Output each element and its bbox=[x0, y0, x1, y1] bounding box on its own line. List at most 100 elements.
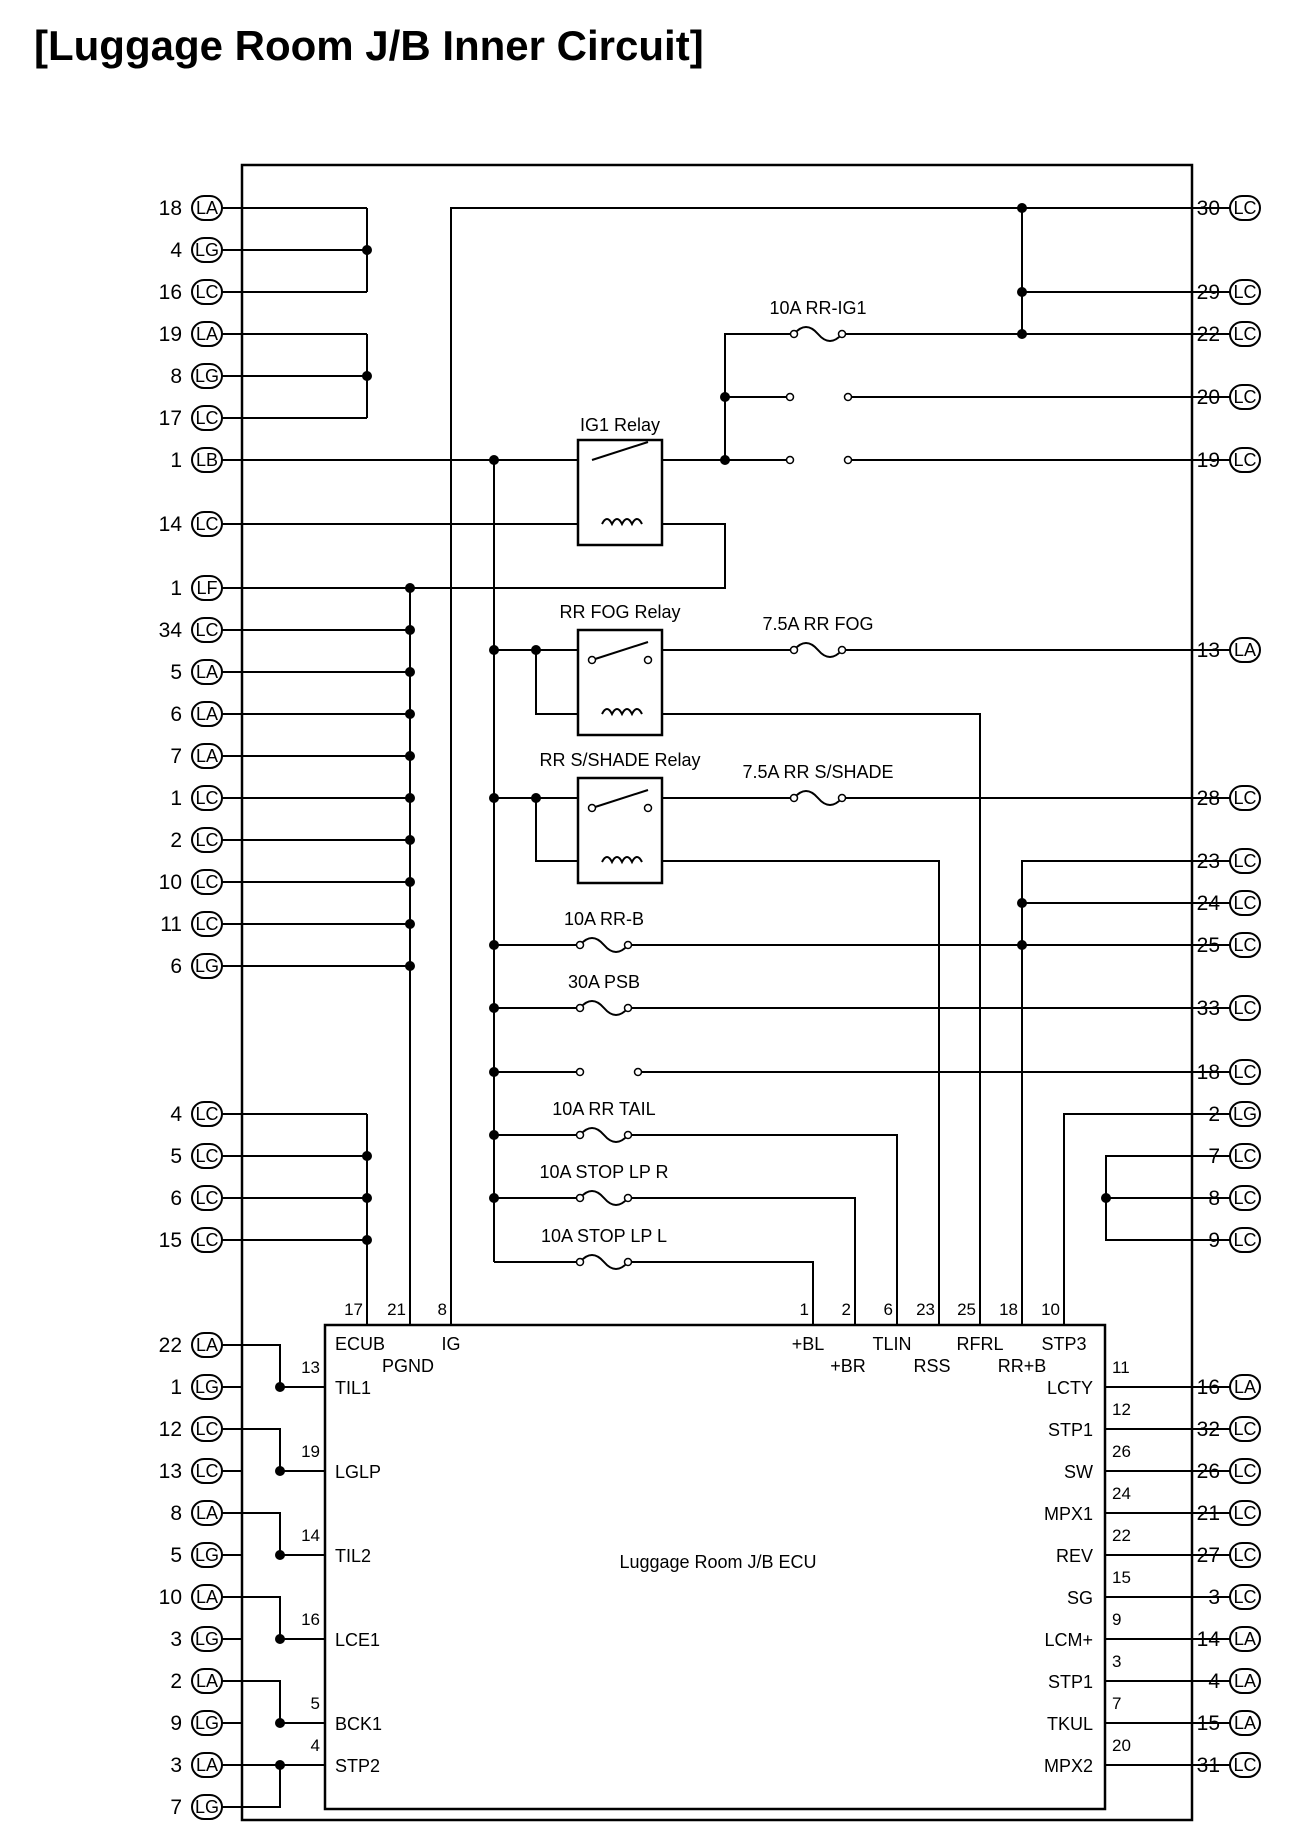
connector-code: LG bbox=[195, 956, 219, 976]
connector-left-1-LC: LC1 bbox=[170, 785, 223, 811]
terminal-point bbox=[789, 329, 799, 339]
connector-left-2-LC: LC2 bbox=[170, 827, 223, 853]
connector-number: 15 bbox=[1197, 1712, 1220, 1735]
ecu-pin-number: 26 bbox=[1112, 1442, 1131, 1461]
ecu-signal-label: REV bbox=[1056, 1546, 1093, 1566]
connector-code: LA bbox=[1234, 1671, 1256, 1691]
ecu-pin-number: 19 bbox=[301, 1442, 320, 1461]
connector-code: LC bbox=[1233, 1587, 1256, 1607]
connector-number: 30 bbox=[1197, 197, 1220, 220]
relay-coil bbox=[601, 708, 643, 717]
relay-contact bbox=[591, 789, 649, 809]
junction-dot bbox=[362, 245, 372, 255]
terminal-point bbox=[575, 1193, 585, 1203]
connector-oval bbox=[191, 659, 223, 685]
ecu-pin-number: 14 bbox=[301, 1526, 320, 1545]
ecu-signal-label: +BR bbox=[830, 1356, 866, 1376]
ecu-pin-number: 23 bbox=[916, 1300, 935, 1319]
connector-oval bbox=[1229, 279, 1261, 305]
ecu-signal-label: TKUL bbox=[1047, 1714, 1093, 1734]
connector-code: LA bbox=[1234, 1377, 1256, 1397]
wire bbox=[242, 1596, 281, 1639]
connector-oval bbox=[191, 363, 223, 389]
connector-oval bbox=[1229, 1143, 1261, 1169]
connector-oval bbox=[191, 743, 223, 769]
fuse-label-4: 30A PSB bbox=[568, 972, 640, 992]
connector-left-4-LC: LC4 bbox=[170, 1101, 223, 1127]
fuse-6 bbox=[579, 1190, 629, 1206]
terminal-point bbox=[785, 392, 795, 402]
connector-number: 5 bbox=[170, 1145, 182, 1168]
connector-right-3-LC: LC3 bbox=[1208, 1584, 1261, 1610]
connector-number: 21 bbox=[1197, 1502, 1220, 1525]
connector-code: LC bbox=[1233, 788, 1256, 808]
connector-code: LC bbox=[1233, 851, 1256, 871]
fuse-label-3: 10A RR-B bbox=[564, 909, 644, 929]
connector-number: 1 bbox=[170, 449, 182, 472]
connector-oval bbox=[1229, 1374, 1261, 1400]
ig1-relay-label: IG1 Relay bbox=[580, 415, 660, 435]
connector-code: LC bbox=[195, 1188, 218, 1208]
connector-code: LG bbox=[195, 1713, 219, 1733]
connector-number: 9 bbox=[1208, 1229, 1220, 1252]
connector-number: 2 bbox=[1208, 1103, 1220, 1126]
connector-number: 3 bbox=[170, 1628, 182, 1651]
connector-number: 10 bbox=[159, 1586, 182, 1609]
connector-oval bbox=[191, 1101, 223, 1127]
connector-number: 29 bbox=[1197, 281, 1220, 304]
connector-code: LC bbox=[1233, 1188, 1256, 1208]
ecu-signal-label: RSS bbox=[913, 1356, 950, 1376]
connector-left-1-LF: LF1 bbox=[170, 575, 223, 601]
connector-left-1-LG: LG1 bbox=[170, 1374, 223, 1400]
wire bbox=[242, 1428, 281, 1471]
connector-number: 24 bbox=[1197, 892, 1221, 915]
ecu-signal-label: LGLP bbox=[335, 1462, 381, 1482]
wire bbox=[242, 1512, 281, 1555]
ecu-pin-number: 3 bbox=[1112, 1652, 1121, 1671]
connector-oval bbox=[1229, 1584, 1261, 1610]
connector-code: LC bbox=[195, 1461, 218, 1481]
connector-number: 22 bbox=[159, 1334, 182, 1357]
ecu-signal-label: STP1 bbox=[1048, 1420, 1093, 1440]
connector-number: 14 bbox=[1197, 1628, 1221, 1651]
ecu-pin-number: 8 bbox=[438, 1300, 447, 1319]
connector-right-28-LC: LC 28 bbox=[1197, 785, 1261, 811]
ecu-pin-number: 7 bbox=[1112, 1694, 1121, 1713]
connector-code: LC bbox=[195, 514, 218, 534]
wire bbox=[242, 1680, 281, 1723]
fuse-label-2: 7.5A RR S/SHADE bbox=[742, 762, 893, 782]
connector-code: LG bbox=[195, 240, 219, 260]
connector-oval bbox=[1229, 321, 1261, 347]
fuse-0 bbox=[793, 326, 843, 342]
connector-left-6-LG: LG6 bbox=[170, 953, 223, 979]
fuse-4 bbox=[579, 1000, 629, 1016]
ecu-pin-number: 2 bbox=[842, 1300, 851, 1319]
connector-oval bbox=[191, 1794, 223, 1820]
connector-code: LG bbox=[195, 1545, 219, 1565]
fuse-5 bbox=[579, 1127, 629, 1143]
connector-oval bbox=[191, 1185, 223, 1211]
connector-code: LC bbox=[195, 408, 218, 428]
fuse-label-1: 7.5A RR FOG bbox=[762, 614, 873, 634]
connector-number: 28 bbox=[1197, 787, 1220, 810]
terminal-point bbox=[843, 455, 853, 465]
connector-oval bbox=[191, 1227, 223, 1253]
connector-number: 27 bbox=[1197, 1544, 1220, 1567]
junction-dot bbox=[489, 645, 499, 655]
connector-code: LC bbox=[195, 620, 218, 640]
ecu-pin-number: 20 bbox=[1112, 1736, 1131, 1755]
ecu-signal-label: PGND bbox=[382, 1356, 434, 1376]
connector-left-2-LA: LA2 bbox=[170, 1668, 223, 1694]
